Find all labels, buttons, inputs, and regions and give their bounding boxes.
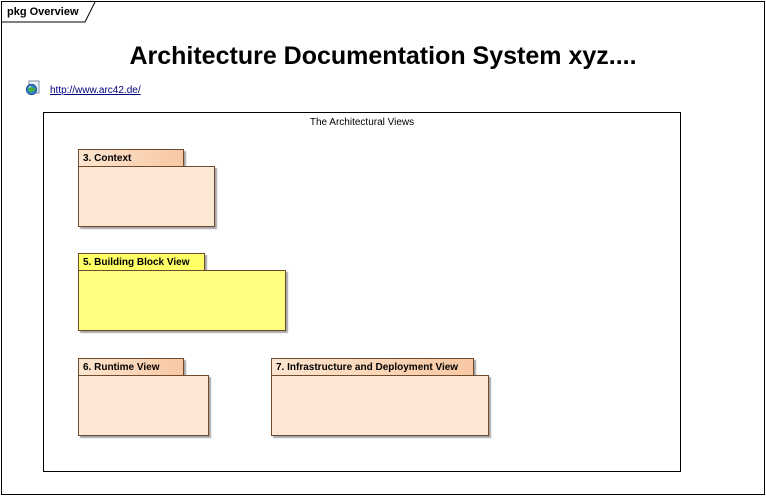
package-label: 5. Building Block View [83, 257, 190, 268]
arc42-link[interactable]: http://www.arc42.de/ [50, 85, 141, 96]
package-label: 3. Context [83, 153, 132, 164]
package-tab: 7. Infrastructure and Deployment View [271, 358, 474, 376]
package-body [78, 166, 215, 227]
frame-tab [2, 2, 96, 23]
package-body [78, 375, 209, 436]
package-body [78, 270, 286, 331]
architectural-views-label: The Architectural Views [309, 117, 415, 128]
package-tab: 5. Building Block View [78, 253, 205, 271]
globe-hyperlink-icon[interactable] [25, 80, 41, 96]
package-tab: 3. Context [78, 149, 184, 167]
package-body [271, 375, 489, 436]
frame-label: pkg Overview [7, 6, 79, 18]
architectural-views-boundary: The Architectural Views 3. Context 5. Bu… [43, 112, 681, 472]
package-tab: 6. Runtime View [78, 358, 184, 376]
diagram-title: Architecture Documentation System xyz...… [129, 42, 637, 70]
package-label: 6. Runtime View [83, 362, 160, 373]
package-label: 7. Infrastructure and Deployment View [276, 362, 459, 373]
